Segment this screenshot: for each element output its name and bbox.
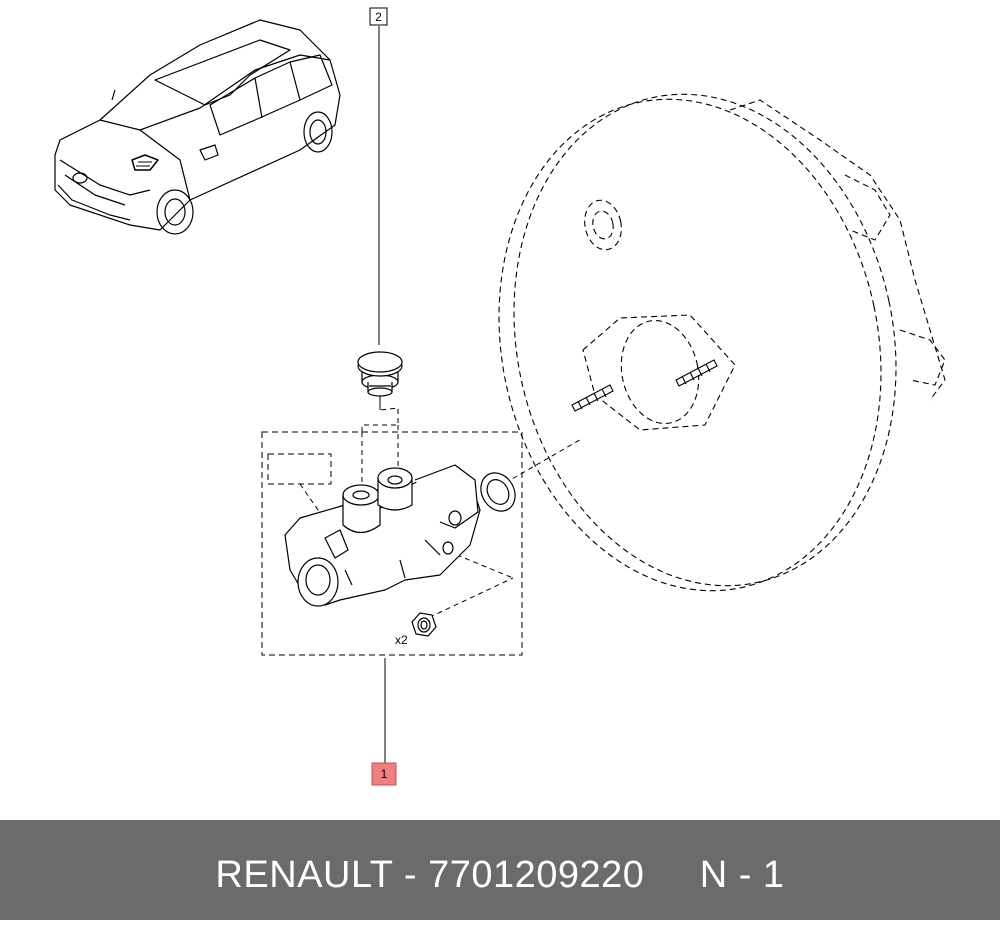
parts-diagram: x2 2 1 bbox=[54, 7, 946, 786]
part-1-group-box bbox=[261, 431, 523, 656]
callout-1-label: 1 bbox=[381, 767, 388, 781]
reservoir-plug bbox=[357, 351, 403, 397]
nut bbox=[411, 612, 437, 637]
car-illustration bbox=[54, 19, 341, 235]
footer-bar: RENAULT - 7701209220 N - 1 bbox=[0, 820, 1000, 920]
booster-studs bbox=[571, 359, 718, 412]
brand-separator: - bbox=[392, 854, 429, 896]
brand-name: RENAULT bbox=[215, 854, 393, 896]
master-cylinder bbox=[284, 464, 481, 607]
seal-ring bbox=[480, 472, 516, 512]
leader-lines bbox=[361, 26, 584, 763]
callout-1-box[interactable] bbox=[371, 762, 397, 786]
note-label: N - 1 bbox=[699, 854, 785, 896]
label-placeholder-box bbox=[267, 453, 332, 485]
callout-2-label: 2 bbox=[375, 10, 382, 24]
part-number: 7701209220 bbox=[428, 854, 645, 896]
callout-2-box[interactable] bbox=[369, 7, 388, 26]
footer-text: RENAULT - 7701209220 N - 1 bbox=[0, 820, 1000, 920]
nut-quantity-label: x2 bbox=[395, 633, 408, 647]
brake-booster-outline bbox=[498, 93, 946, 592]
